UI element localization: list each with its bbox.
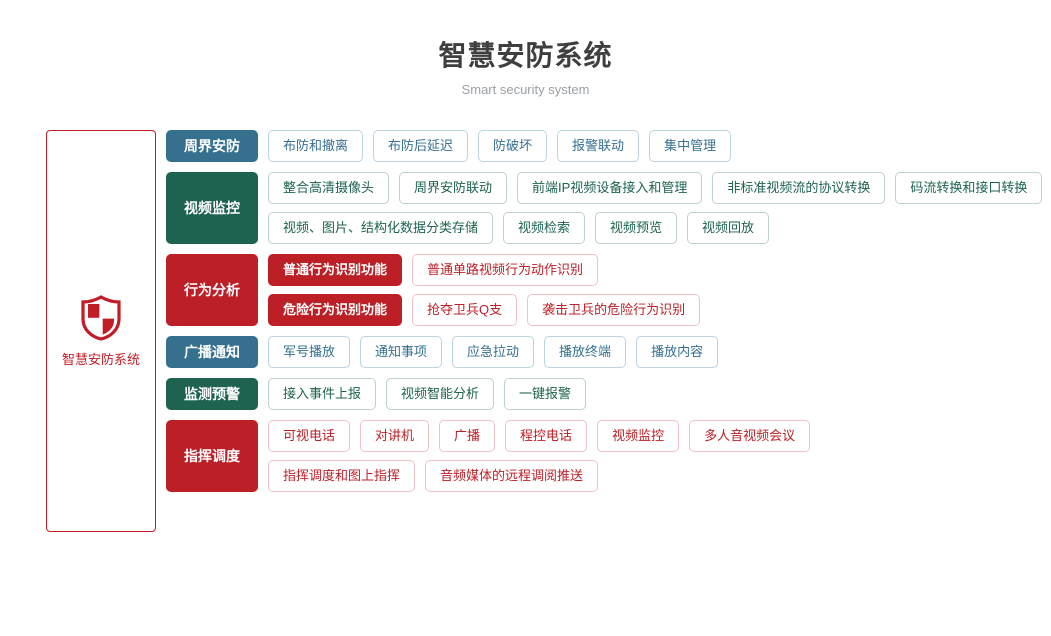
feature-pill[interactable]: 程控电话 — [505, 420, 588, 452]
feature-pill[interactable]: 报警联动 — [557, 130, 640, 162]
feature-pill[interactable]: 视频预览 — [595, 212, 678, 244]
category-chip[interactable]: 指挥调度 — [166, 420, 258, 492]
section-row: 视频监控整合高清摄像头周界安防联动前端IP视频设备接入和管理非标准视频流的协议转… — [166, 172, 1043, 244]
feature-lines: 整合高清摄像头周界安防联动前端IP视频设备接入和管理非标准视频流的协议转换码流转… — [268, 172, 1043, 244]
feature-pill[interactable]: 视频智能分析 — [386, 378, 495, 410]
feature-pill[interactable]: 布防和撤离 — [268, 130, 364, 162]
feature-pill[interactable]: 多人音视频会议 — [689, 420, 811, 452]
feature-pill[interactable]: 音频媒体的远程调阅推送 — [425, 460, 599, 492]
category-chip[interactable]: 广播通知 — [166, 336, 258, 368]
page-subtitle: Smart security system — [461, 82, 590, 97]
feature-pill[interactable]: 集中管理 — [649, 130, 732, 162]
shield-icon — [80, 294, 122, 341]
feature-pill[interactable]: 接入事件上报 — [268, 378, 377, 410]
feature-line: 军号播放通知事项应急拉动播放终端播放内容 — [268, 336, 1042, 368]
feature-pill[interactable]: 可视电话 — [268, 420, 351, 452]
feature-line: 指挥调度和图上指挥音频媒体的远程调阅推送 — [268, 460, 1042, 492]
feature-line: 可视电话对讲机广播程控电话视频监控多人音视频会议 — [268, 420, 1042, 452]
feature-pill[interactable]: 普通行为识别功能 — [268, 254, 403, 286]
feature-line: 视频、图片、结构化数据分类存储视频检索视频预览视频回放 — [268, 212, 1042, 244]
feature-pill[interactable]: 应急拉动 — [452, 336, 535, 368]
category-chip[interactable]: 行为分析 — [166, 254, 258, 326]
feature-lines: 可视电话对讲机广播程控电话视频监控多人音视频会议指挥调度和图上指挥音频媒体的远程… — [268, 420, 1042, 492]
section-row: 监测预警接入事件上报视频智能分析一键报警 — [166, 378, 1042, 410]
feature-pill[interactable]: 布防后延迟 — [373, 130, 469, 162]
section-row: 行为分析普通行为识别功能普通单路视频行为动作识别危险行为识别功能抢夺卫兵Q支袭击… — [166, 254, 1042, 326]
feature-pill[interactable]: 视频监控 — [597, 420, 680, 452]
feature-pill[interactable]: 防破坏 — [478, 130, 548, 162]
page-title: 智慧安防系统 — [438, 40, 613, 71]
brand-label: 智慧安防系统 — [61, 351, 140, 367]
category-chip[interactable]: 周界安防 — [166, 130, 258, 162]
page-header: 智慧安防系统 Smart security system — [0, 0, 1051, 100]
feature-line: 布防和撤离布防后延迟防破坏报警联动集中管理 — [268, 130, 1042, 162]
feature-pill[interactable]: 播放终端 — [544, 336, 627, 368]
feature-pill[interactable]: 播放内容 — [636, 336, 719, 368]
feature-pill[interactable]: 军号播放 — [268, 336, 351, 368]
feature-lines: 接入事件上报视频智能分析一键报警 — [268, 378, 1042, 410]
feature-pill[interactable]: 整合高清摄像头 — [268, 172, 390, 204]
feature-line: 接入事件上报视频智能分析一键报警 — [268, 378, 1042, 410]
feature-pill[interactable]: 视频、图片、结构化数据分类存储 — [268, 212, 494, 244]
section-row: 周界安防布防和撤离布防后延迟防破坏报警联动集中管理 — [166, 130, 1042, 162]
feature-pill[interactable]: 危险行为识别功能 — [268, 294, 403, 326]
feature-pill[interactable]: 对讲机 — [360, 420, 430, 452]
feature-pill[interactable]: 抢夺卫兵Q支 — [412, 294, 518, 326]
feature-pill[interactable]: 一键报警 — [504, 378, 587, 410]
feature-line: 普通行为识别功能普通单路视频行为动作识别 — [268, 254, 1042, 286]
section-row: 指挥调度可视电话对讲机广播程控电话视频监控多人音视频会议指挥调度和图上指挥音频媒… — [166, 420, 1042, 492]
feature-pill[interactable]: 视频检索 — [503, 212, 586, 244]
brand-panel: 智慧安防系统 — [46, 130, 156, 532]
category-chip[interactable]: 视频监控 — [166, 172, 258, 244]
category-chip[interactable]: 监测预警 — [166, 378, 258, 410]
feature-line: 危险行为识别功能抢夺卫兵Q支袭击卫兵的危险行为识别 — [268, 294, 1042, 326]
feature-pill[interactable]: 指挥调度和图上指挥 — [268, 460, 416, 492]
feature-pill[interactable]: 普通单路视频行为动作识别 — [412, 254, 599, 286]
feature-pill[interactable]: 视频回放 — [687, 212, 770, 244]
feature-pill[interactable]: 通知事项 — [360, 336, 443, 368]
feature-pill[interactable]: 前端IP视频设备接入和管理 — [517, 172, 703, 204]
feature-pill[interactable]: 码流转换和接口转换 — [895, 172, 1043, 204]
feature-pill[interactable]: 广播 — [439, 420, 496, 452]
feature-lines: 军号播放通知事项应急拉动播放终端播放内容 — [268, 336, 1042, 368]
feature-lines: 布防和撤离布防后延迟防破坏报警联动集中管理 — [268, 130, 1042, 162]
feature-pill[interactable]: 周界安防联动 — [399, 172, 508, 204]
feature-lines: 普通行为识别功能普通单路视频行为动作识别危险行为识别功能抢夺卫兵Q支袭击卫兵的危… — [268, 254, 1042, 326]
feature-pill[interactable]: 非标准视频流的协议转换 — [712, 172, 886, 204]
architecture-board: 智慧安防系统 周界安防布防和撤离布防后延迟防破坏报警联动集中管理视频监控整合高清… — [46, 130, 1043, 532]
section-rows: 周界安防布防和撤离布防后延迟防破坏报警联动集中管理视频监控整合高清摄像头周界安防… — [166, 130, 1043, 492]
feature-line: 整合高清摄像头周界安防联动前端IP视频设备接入和管理非标准视频流的协议转换码流转… — [268, 172, 1043, 204]
feature-pill[interactable]: 袭击卫兵的危险行为识别 — [527, 294, 701, 326]
section-row: 广播通知军号播放通知事项应急拉动播放终端播放内容 — [166, 336, 1042, 368]
